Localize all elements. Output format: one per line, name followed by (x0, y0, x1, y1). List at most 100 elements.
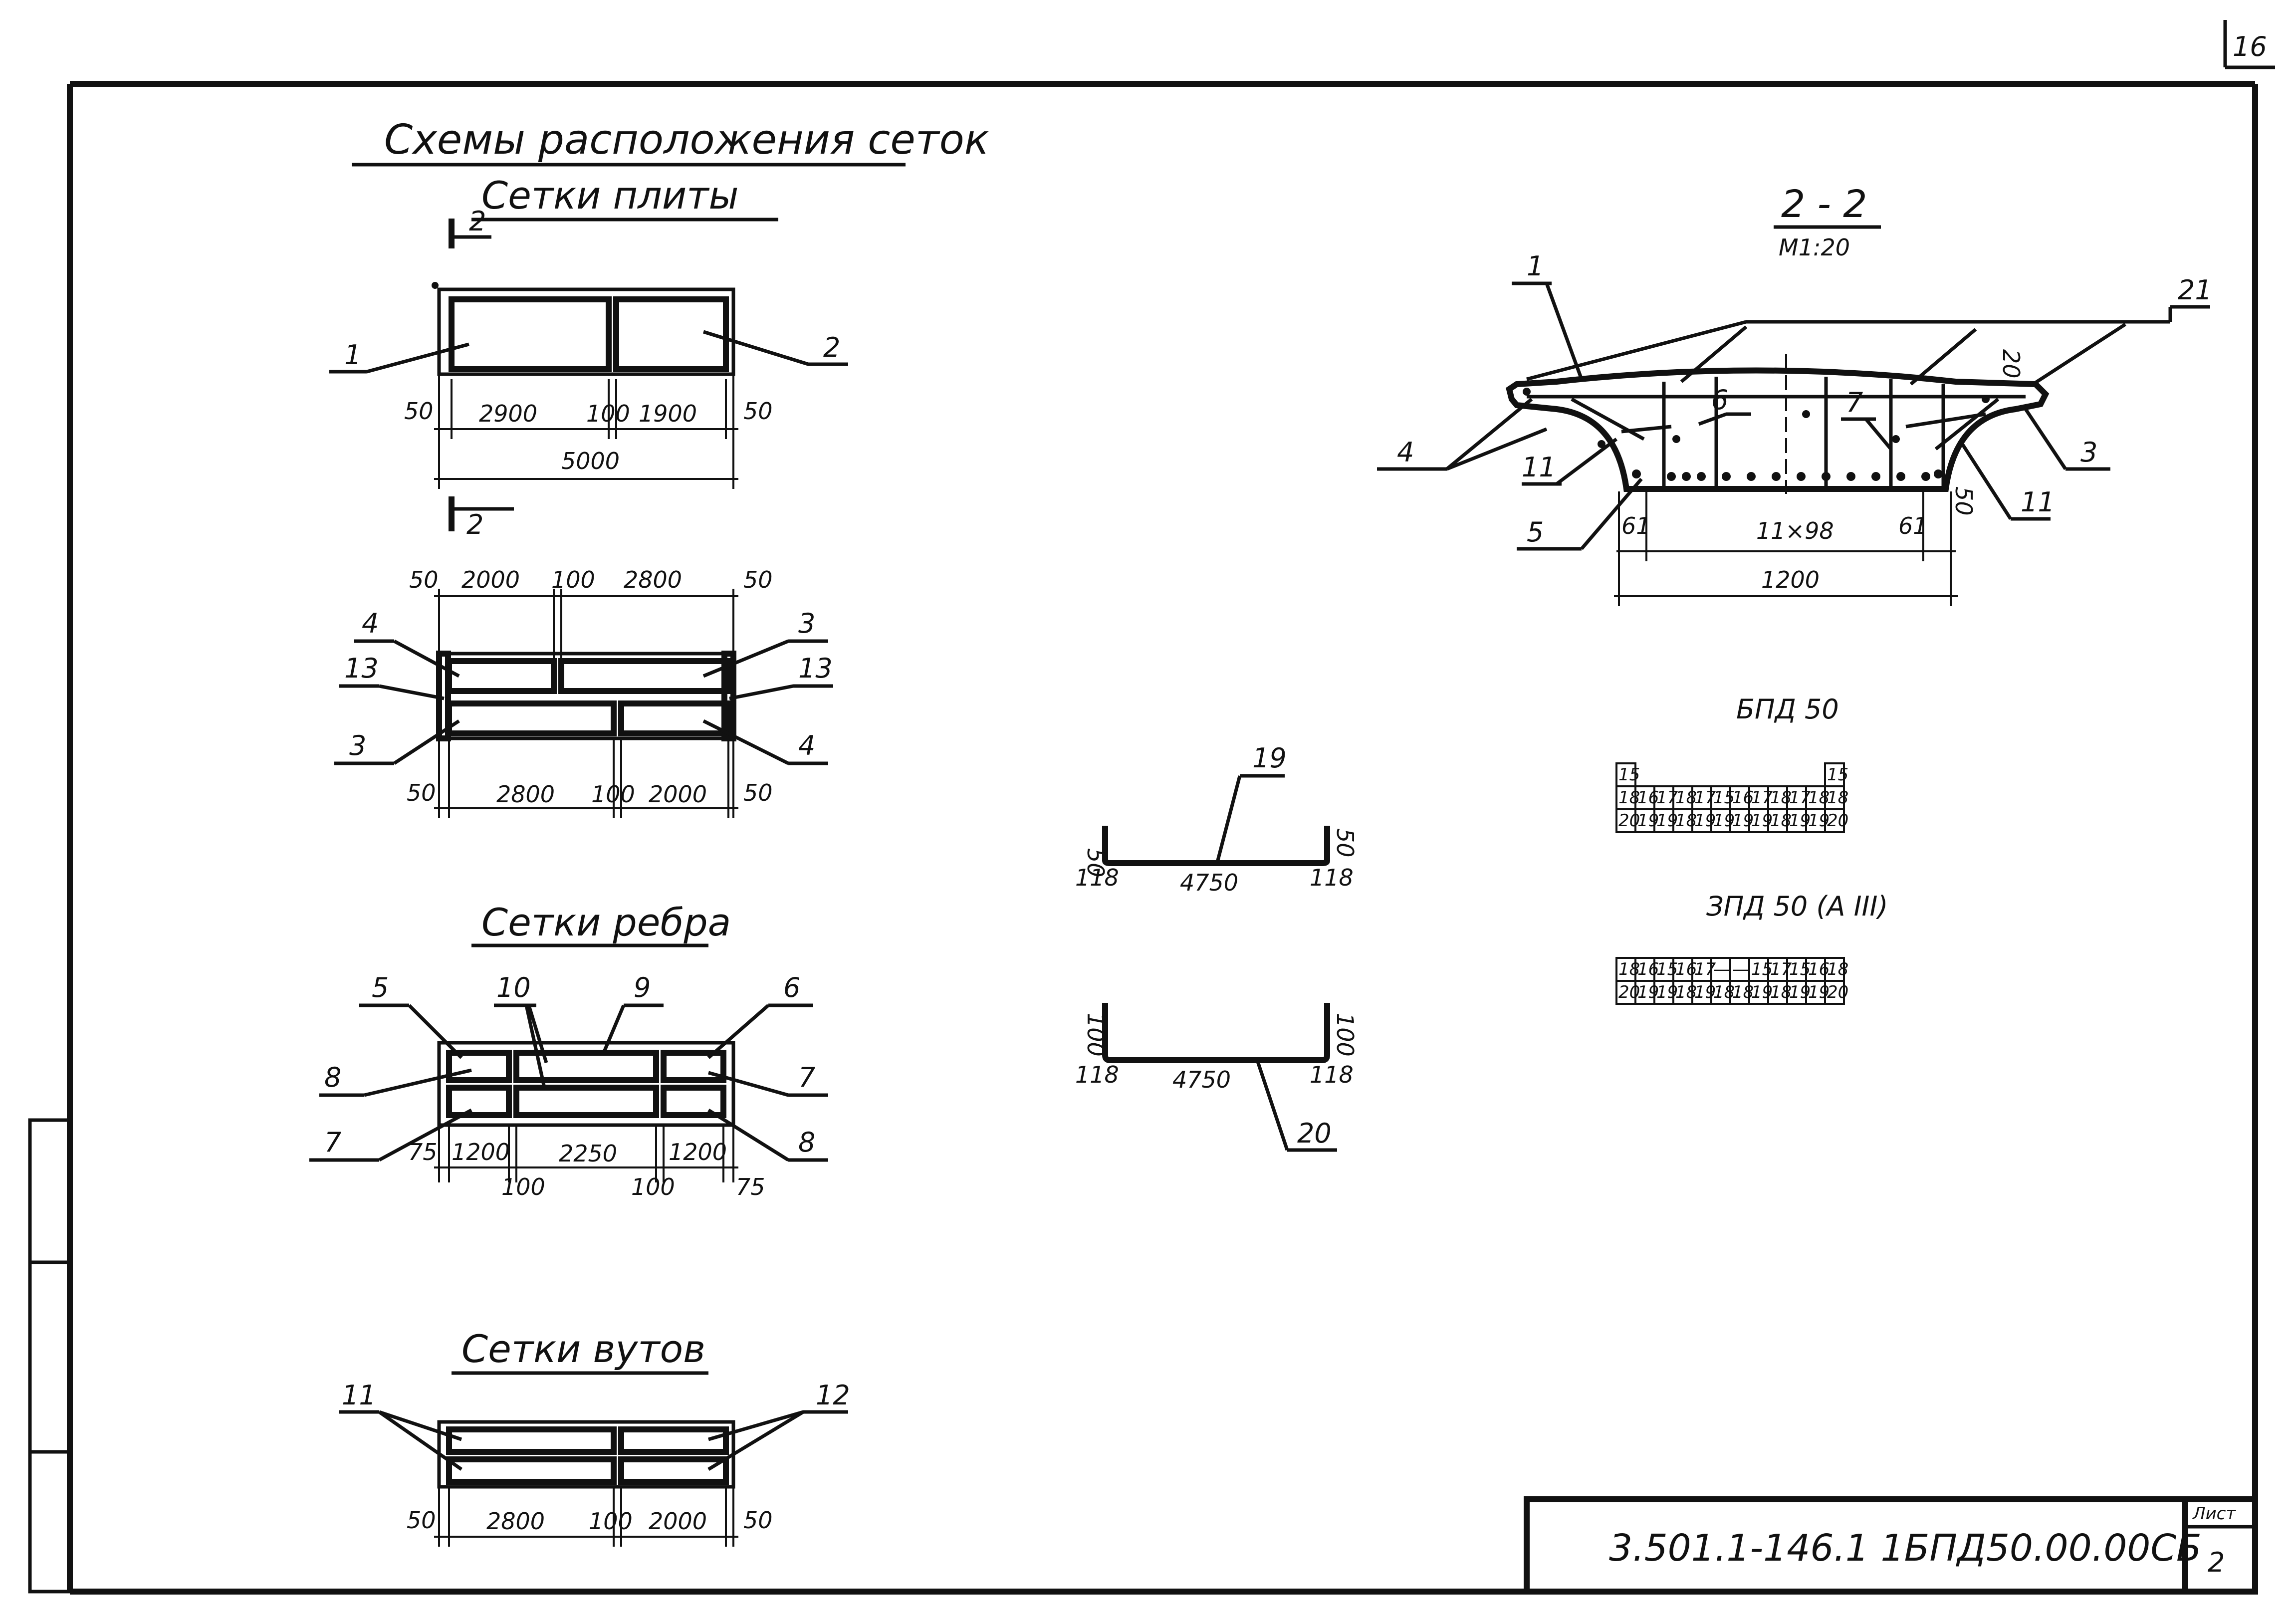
dim-slab-bb-2: 2800 (496, 781, 555, 808)
bpd-cell: 18 (1675, 788, 1697, 808)
zpd-cell: 19 (1789, 982, 1811, 1002)
callout-8b: 8 (798, 1127, 815, 1158)
rib-grid: 5 10 9 6 8 7 7 8 75 1200 2250 1200 (309, 972, 828, 1200)
callout-13a: 13 (344, 653, 379, 684)
callout-section-1: 1 (1527, 250, 1544, 282)
zpd-cell: 20 (1827, 982, 1848, 1002)
bpd-cell: 18 (1618, 788, 1640, 808)
bpd-cell: 17 (1656, 788, 1678, 808)
drawing-code: 3.501.1-146.1 1БПД50.00.00СБ (1609, 1527, 2202, 1570)
dim-slab-bt-4: 2800 (624, 566, 682, 593)
bpd-cell: 19 (1732, 811, 1754, 831)
dim-section-61a: 61 (1621, 512, 1651, 539)
bar20-left-height: 100 (1082, 1013, 1109, 1057)
zpd-cell: 17 (1770, 959, 1792, 979)
section-mark-bottom-label: 2 (466, 509, 483, 540)
bar20-right-hook: 118 (1310, 1061, 1354, 1088)
callout-6: 6 (783, 972, 800, 1003)
cross-section: 1 21 20 6 7 4 11 3 11 5 61 11×98 61 50 (1377, 250, 2212, 606)
section-mark-top-label: 2 (469, 206, 486, 237)
slab-top-grid: 1 2 50 2900 100 1900 50 5000 (329, 282, 848, 489)
callout-2: 2 (823, 332, 840, 363)
zpd-cell: 16 (1675, 959, 1697, 979)
zpd-cell: 18 (1732, 982, 1754, 1002)
section-mark-top: 2 (449, 206, 491, 248)
zpd-cell: — (1732, 959, 1749, 979)
dim-slab-overall: 5000 (561, 448, 620, 474)
callout-section-3: 3 (2080, 437, 2097, 468)
zpd-cell-box (1824, 980, 1845, 1005)
bpd-cell: 20 (1618, 811, 1640, 831)
callout-10: 10 (496, 972, 531, 1003)
zpd-cell: 19 (1694, 982, 1716, 1002)
dim-rib-gap-1: 100 (501, 1173, 545, 1200)
dim-rib-5: 75 (736, 1173, 765, 1200)
bar-19: 19 50 50 118 4750 118 (1075, 742, 1359, 896)
callout-11: 11 (342, 1380, 376, 1411)
dim-rib-1: 75 (408, 1139, 438, 1165)
bpd-cell: 18 (1827, 788, 1848, 808)
bar19-right-height: 50 (1332, 828, 1359, 858)
dim-haunch-1: 50 (407, 1507, 436, 1534)
zpd-table: 1816151617——1517151618201919181918181918… (1615, 957, 1848, 1005)
dim-slab-bb-5: 50 (743, 779, 773, 806)
dim-slab-bt-3: 100 (551, 566, 595, 593)
bpd-cell: 18 (1770, 811, 1792, 831)
callout-section-11b: 11 (2021, 486, 2055, 518)
bpd-cell: 19 (1751, 811, 1773, 831)
dim-slab-top-1: 50 (404, 398, 434, 425)
drawing-frame (28, 20, 2275, 1595)
callout-12: 12 (816, 1380, 850, 1411)
zpd-cell: 16 (1808, 959, 1830, 979)
callout-3a: 3 (798, 608, 815, 639)
bar-20: 20 100 100 118 4750 118 (1075, 1003, 1359, 1152)
bpd-cell: 18 (1770, 788, 1792, 808)
dim-slab-top-5: 50 (743, 398, 773, 425)
dim-slab-bb-4: 2000 (649, 781, 707, 808)
dim-haunch-5: 50 (743, 1507, 773, 1534)
dim-section-1200: 1200 (1761, 566, 1820, 593)
dim-slab-bt-1: 50 (409, 566, 439, 593)
callout-section-6: 6 (1711, 384, 1728, 416)
dim-section-50: 50 (1950, 486, 1977, 516)
dim-rib-gap-2: 100 (631, 1173, 675, 1200)
zpd-cell: — (1713, 959, 1730, 979)
bar19-left-hook: 118 (1075, 864, 1119, 891)
zpd-cell: 18 (1827, 959, 1848, 979)
zpd-cell: 19 (1808, 982, 1830, 1002)
sheet-number: 2 (2208, 1547, 2225, 1578)
bar19-right-hook: 118 (1310, 864, 1354, 891)
section-scale: М1:20 (1779, 234, 1850, 261)
bar19-length: 4750 (1180, 869, 1238, 896)
zpd-cell: 15 (1751, 959, 1773, 979)
callout-4a: 4 (362, 608, 379, 639)
dim-slab-bb-1: 50 (407, 779, 436, 806)
zpd-cell: 18 (1618, 959, 1640, 979)
section-title: 2 - 2 (1781, 182, 1867, 226)
bpd-cell: 18 (1675, 811, 1697, 831)
bpd-cell: 19 (1808, 811, 1830, 831)
callout-19: 19 (1252, 742, 1287, 774)
callout-7b: 7 (324, 1127, 341, 1158)
dim-slab-top-3: 100 (586, 400, 630, 427)
bpd-cell: 19 (1694, 811, 1716, 831)
bpd-title: БПД 50 (1736, 694, 1839, 725)
dim-slab-bt-2: 2000 (461, 566, 520, 593)
callout-8a: 8 (324, 1062, 341, 1093)
bpd-cell: 19 (1637, 811, 1659, 831)
haunch-grid: 11 12 50 2800 100 2000 50 (339, 1380, 850, 1547)
callout-section-7: 7 (1846, 387, 1863, 418)
callout-7a: 7 (798, 1062, 815, 1093)
callout-section-4: 4 (1397, 437, 1414, 468)
zpd-cell: 19 (1637, 982, 1659, 1002)
zpd-cell: 18 (1770, 982, 1792, 1002)
drawing-title: Схемы расположения сеток (384, 116, 989, 164)
bpd-cell: 19 (1713, 811, 1735, 831)
dim-haunch-3: 100 (589, 1508, 633, 1535)
bpd-cell: 16 (1637, 788, 1659, 808)
title-block: 3.501.1-146.1 1БПД50.00.00СБ Лист 2 (1524, 1496, 2258, 1595)
bpd-cell: 15 (1713, 788, 1735, 808)
callout-1: 1 (344, 339, 361, 371)
dim-rib-2: 1200 (452, 1139, 510, 1165)
